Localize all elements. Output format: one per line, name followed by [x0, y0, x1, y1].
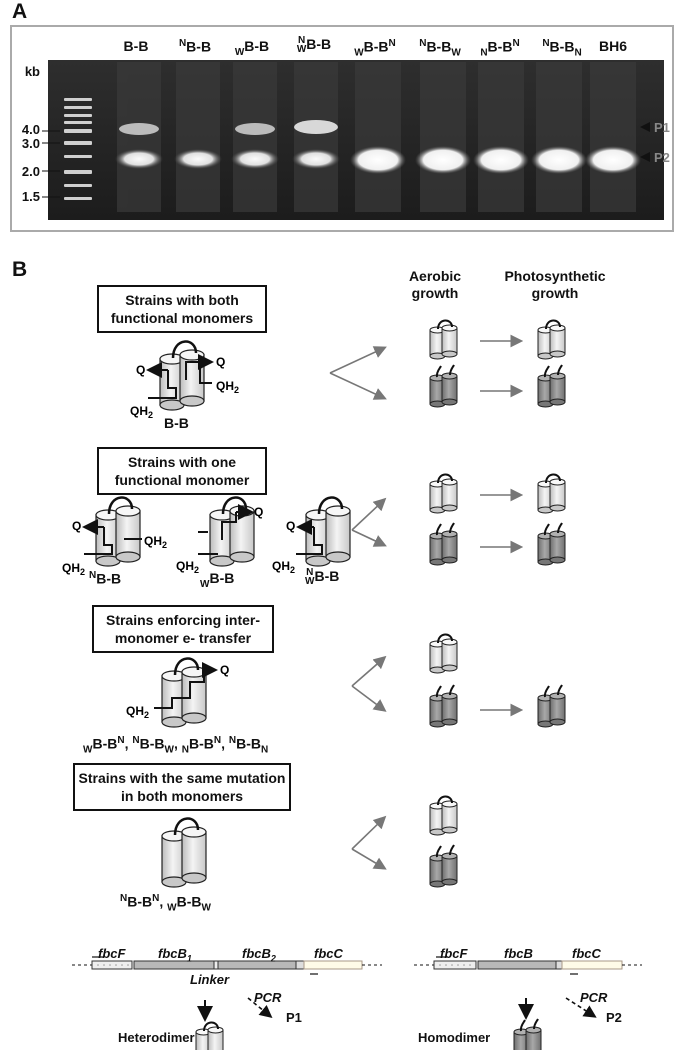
lane-label-bh6: BH6	[598, 38, 627, 54]
strain-label-nb-b: NB-B	[89, 570, 122, 587]
product-label-p1: P1	[286, 1010, 302, 1025]
gene-label-fbcb2: fbcB2	[242, 946, 276, 964]
mini-dimer-light	[429, 319, 458, 360]
gene-label-fbcb1: fbcB1	[158, 946, 192, 964]
result-label-heterodimer: Heterodimer	[118, 1030, 195, 1045]
svg-text:Q: Q	[254, 505, 263, 519]
kb-title: kb	[24, 64, 40, 79]
construct-heterodimer	[72, 956, 382, 1050]
mini-dimer-dark	[537, 522, 566, 566]
svg-text:Q: Q	[72, 519, 81, 533]
lane-label-wb-b: WB-B	[234, 38, 270, 58]
gene-label-fbcc-hetero: fbcC	[314, 946, 343, 961]
gene-label-fbcf-hetero: fbcF	[98, 946, 126, 961]
gene-label-fbcc-homo: fbcC	[572, 946, 601, 961]
lane-label-nb-b: NB-B	[178, 38, 212, 55]
svg-text:Q: Q	[220, 663, 229, 677]
svg-text:Q: Q	[136, 363, 145, 377]
mini-dimer-dark	[429, 364, 458, 408]
svg-text:Q: Q	[286, 519, 295, 533]
strain-label-wb-b: WB-B	[200, 570, 235, 590]
mini-dimer-dark	[429, 844, 458, 888]
marker-p2: P2	[654, 150, 670, 165]
lane-label-b-b: B-B	[123, 38, 149, 54]
mini-dimer-light	[429, 795, 458, 836]
col-header-aerobic: Aerobic growth	[408, 268, 462, 301]
lane-label-nb-bw: NB-BW	[419, 38, 461, 59]
col-header-photosynthetic: Photosynthetic growth	[504, 268, 606, 301]
svg-text:QH2: QH2	[130, 404, 153, 420]
lane-label-nb-bn-1: NB-BN	[480, 38, 520, 59]
linker-label: Linker	[190, 972, 230, 987]
gene-label-fbcb: fbcB	[504, 946, 533, 961]
panel-b-diagram: Q Q QH2 QH2 Q QH2 QH2 Q QH2 Q QH2 Q QH2	[62, 319, 642, 1050]
svg-text:Q: Q	[216, 355, 225, 369]
result-label-homodimer: Homodimer	[418, 1030, 491, 1045]
dimer-nb-b: Q QH2 QH2	[62, 496, 167, 577]
dimer-inter-monomer: Q QH2	[126, 657, 229, 729]
gel-image	[42, 60, 664, 220]
svg-text:QH2: QH2	[62, 561, 85, 577]
mini-dimer-dark	[537, 364, 566, 408]
svg-text:QH2: QH2	[144, 534, 167, 550]
mini-dimer-light	[537, 319, 566, 360]
dimer-both-functional: Q Q QH2 QH2	[130, 340, 239, 420]
gene-label-fbcf-homo: fbcF	[440, 946, 468, 961]
dimer-same-mutation	[160, 817, 208, 889]
group-box-inter-monomer: Strains enforcing inter-monomer e- trans…	[92, 605, 274, 653]
group-box-one-functional: Strains with one functional monomer	[97, 447, 267, 495]
lane-label-nb-bn-2: NB-BN	[542, 38, 582, 59]
ladder-label-1-5: 1.5	[21, 189, 40, 204]
ladder-label-4: 4.0	[21, 122, 40, 137]
product-label-p2: P2	[606, 1010, 622, 1025]
group-box-both-functional: Strains with both functional monomers	[97, 285, 267, 333]
panel-a-label: A	[12, 0, 28, 23]
ladder-label-3: 3.0	[21, 136, 40, 151]
strain-label-b-b: B-B	[164, 415, 189, 431]
construct-homodimer	[414, 956, 642, 1050]
strain-label-same: NB-BN, WB-BW	[120, 893, 211, 914]
lane-label-wb-bn: WB-BN	[354, 38, 396, 59]
mini-dimer-light	[429, 473, 458, 514]
mini-dimer-dark	[537, 684, 566, 728]
pcr-label-hetero: PCR	[254, 990, 282, 1005]
svg-text:QH2: QH2	[216, 379, 239, 395]
svg-text:QH2: QH2	[272, 559, 295, 575]
mini-dimer-light	[429, 633, 458, 674]
strain-label-inter: WB-BN, NB-BW, NB-BN, NB-BN	[83, 735, 269, 756]
group-box-same-mutation: Strains with the same mutation in both m…	[73, 763, 291, 811]
marker-p1: P1	[654, 120, 670, 135]
pcr-label-homo: PCR	[580, 990, 608, 1005]
mini-dimer-dark	[429, 522, 458, 566]
svg-text:QH2: QH2	[126, 704, 149, 720]
panel-b-label: B	[12, 258, 28, 281]
dimer-nwb-b: Q QH2	[272, 496, 352, 575]
ladder-label-2: 2.0	[21, 164, 40, 179]
dimer-wb-b: Q QH2	[176, 496, 263, 575]
mini-dimer-light	[537, 473, 566, 514]
mini-dimer-dark	[429, 684, 458, 728]
svg-text:QH2: QH2	[176, 559, 199, 575]
